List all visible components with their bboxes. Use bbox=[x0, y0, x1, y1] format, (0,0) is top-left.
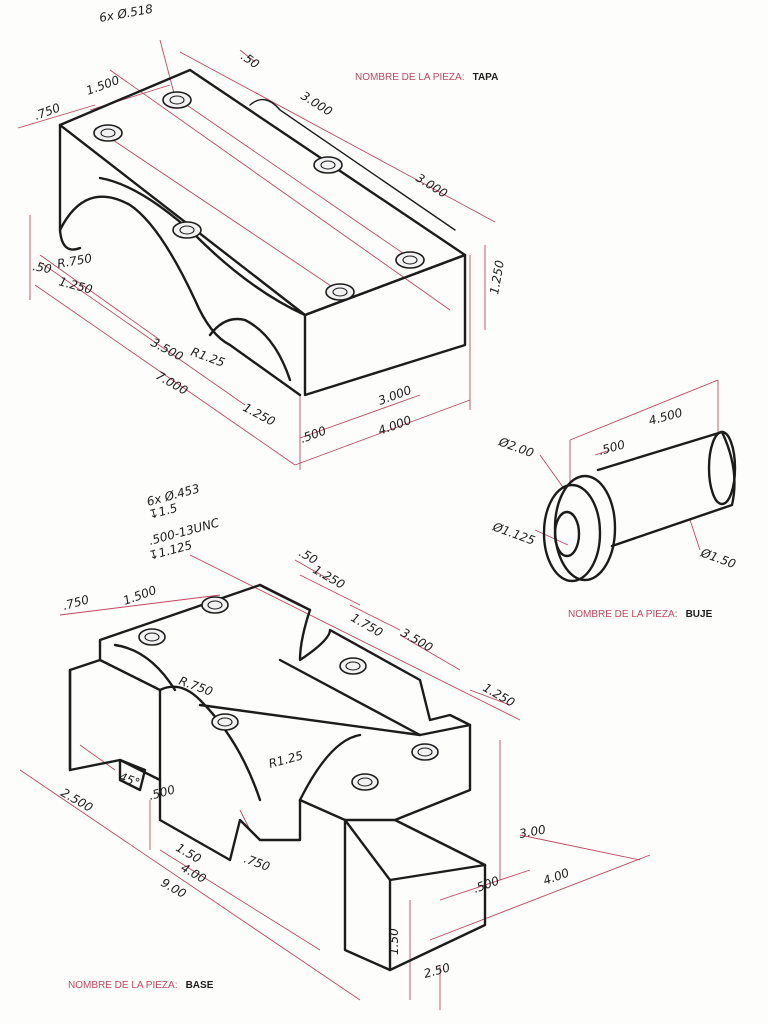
base-dim-500-right: .500 bbox=[471, 873, 501, 895]
base-dim-750: .750 bbox=[61, 592, 91, 613]
tapa-drawing: 6x Ø.518 .50 1.500 .750 3.000 3.000 1.25… bbox=[17, 2, 507, 470]
base-drawing: 6x Ø.453 ↧1.5 .500-13UNC ↧1.125 .50 1.25… bbox=[19, 481, 651, 1010]
buje-dia-1125: Ø1.125 bbox=[490, 519, 537, 547]
base-dim-400-right: 4.00 bbox=[541, 865, 571, 887]
base-dim-1500: 1.500 bbox=[121, 583, 158, 608]
tapa-dim-1250-bottom: 1.250 bbox=[241, 400, 278, 429]
base-dim-1750: 1.750 bbox=[349, 610, 386, 639]
tapa-dim-500: .500 bbox=[298, 423, 328, 445]
tapa-r-750: R.750 bbox=[56, 251, 93, 271]
base-dim-400: 4.00 bbox=[179, 860, 209, 886]
tapa-dim-50-side: .50 bbox=[31, 259, 53, 276]
base-dim-900: 9.00 bbox=[159, 875, 189, 901]
buje-part-label: NOMBRE DE LA PIEZA: BUJE bbox=[568, 602, 713, 621]
base-part-label: NOMBRE DE LA PIEZA: BASE bbox=[68, 973, 214, 992]
tapa-dim-1500: 1.500 bbox=[84, 73, 121, 98]
tapa-dim-4000: 4.000 bbox=[376, 413, 413, 438]
tapa-holes-dim: 6x Ø.518 bbox=[98, 2, 154, 25]
buje-dia-200: Ø2.00 bbox=[496, 434, 536, 460]
base-dim-3500: 3.500 bbox=[399, 625, 436, 654]
tapa-dim-3000-b: 3.000 bbox=[413, 171, 450, 201]
base-r-125: R1.25 bbox=[267, 748, 304, 771]
buje-dim-4500: 4.500 bbox=[647, 405, 684, 428]
buje-dia-150: Ø1.50 bbox=[698, 545, 738, 571]
tapa-dim-1250-h: 1.250 bbox=[487, 259, 507, 296]
base-dim-250: 2.50 bbox=[422, 960, 452, 981]
base-dim-500-left: .500 bbox=[147, 782, 177, 803]
tapa-r-125: R1.25 bbox=[189, 345, 227, 370]
base-dim-2500: 2.500 bbox=[59, 785, 96, 814]
base-dim-1250-top: 1.250 bbox=[311, 562, 348, 591]
base-dim-1250-right: 1.250 bbox=[481, 680, 518, 709]
base-dim-150-height: 1.50 bbox=[387, 928, 401, 955]
tapa-dim-3000-a: 3.000 bbox=[298, 89, 335, 119]
tapa-dim-7000: 7.000 bbox=[154, 368, 191, 397]
base-angle-45: 45° bbox=[117, 770, 142, 790]
tapa-dim-1250-side: 1.250 bbox=[57, 274, 94, 297]
buje-drawing: 4.500 .500 Ø2.00 Ø1.125 Ø1.50 NOMBRE DE … bbox=[490, 379, 738, 621]
buje-dim-500: .500 bbox=[597, 437, 627, 458]
tapa-dim-3500: 3.500 bbox=[149, 335, 186, 364]
tapa-part-label: NOMBRE DE LA PIEZA: TAPA bbox=[355, 65, 498, 84]
base-dim-300: 3.00 bbox=[518, 822, 547, 840]
base-dim-750-bottom: .750 bbox=[242, 852, 272, 874]
tapa-dim-50-top: .50 bbox=[238, 49, 262, 72]
